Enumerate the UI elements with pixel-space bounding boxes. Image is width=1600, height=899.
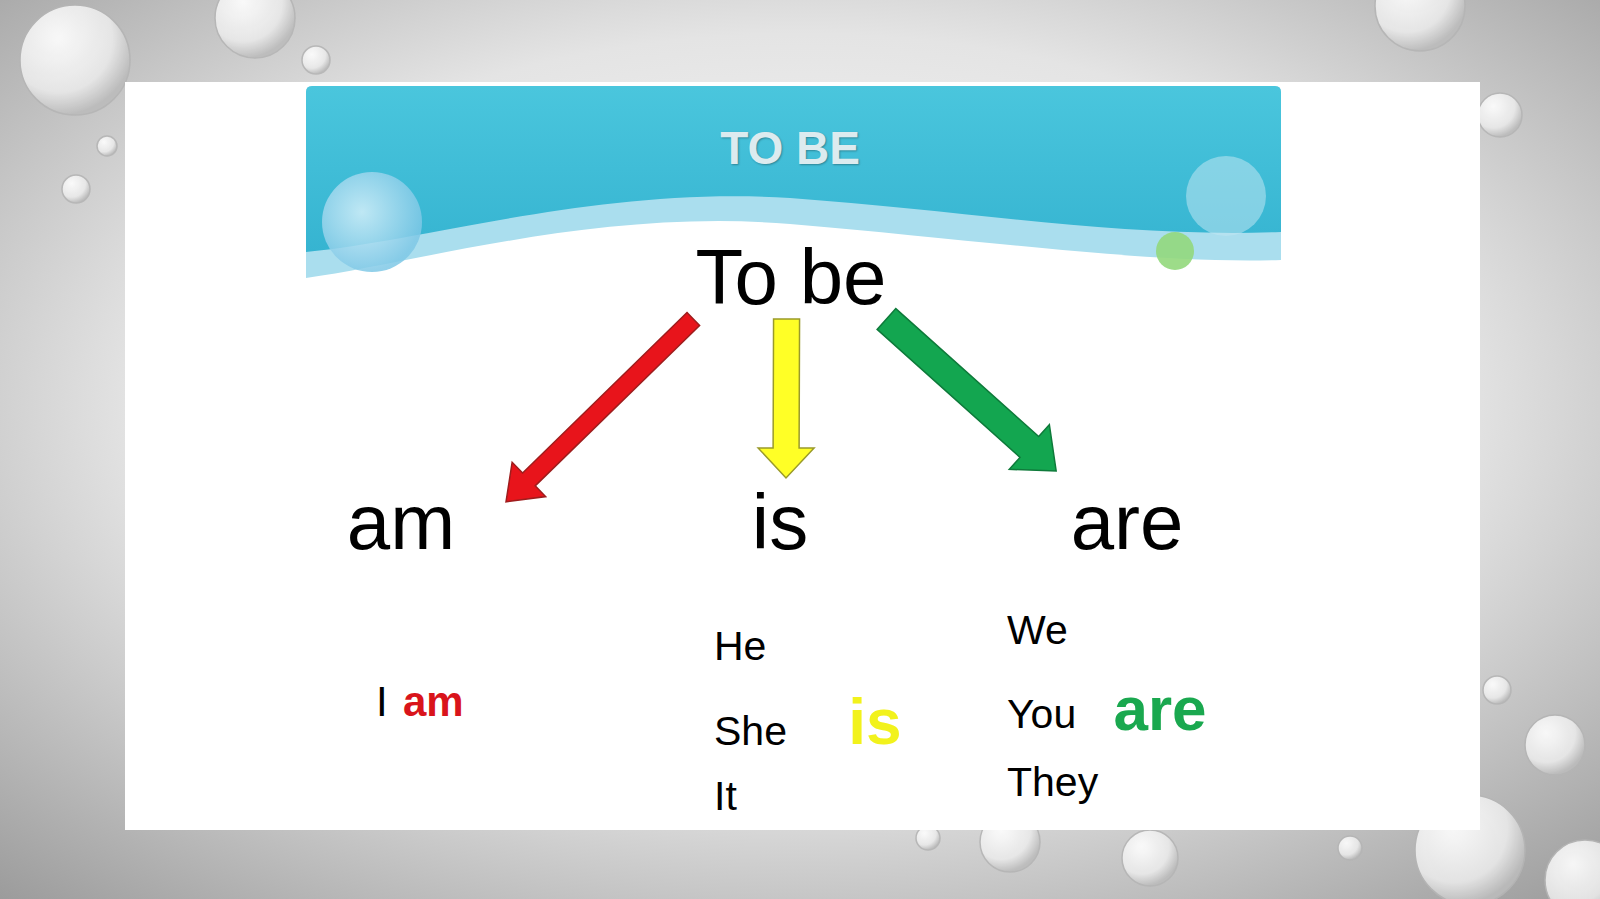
block-arrow [877, 309, 1056, 471]
water-drop [1483, 676, 1511, 704]
water-drops [20, 0, 1600, 899]
water-drop [215, 0, 295, 58]
node-text: To be [696, 238, 887, 316]
root-word: To be [680, 235, 902, 319]
banner-green-dot [1156, 232, 1194, 270]
water-drop [302, 46, 330, 74]
pronoun-label: It [714, 776, 737, 817]
pronoun-label: We [1007, 610, 1068, 651]
banner-band [306, 86, 1281, 252]
node-text: am [347, 483, 455, 561]
verb-form-label: am [403, 681, 464, 723]
banner-title: TO BE [720, 125, 860, 171]
pronoun-label: He [714, 626, 766, 667]
verb-form: is [730, 478, 830, 566]
verb-form-label: are [1113, 678, 1206, 740]
pronoun-label: They [1007, 762, 1098, 803]
white-card [125, 82, 1480, 830]
water-drop [97, 136, 117, 156]
water-drop [1545, 840, 1600, 899]
banner-bubble [322, 172, 422, 272]
node-text: are [1071, 483, 1184, 561]
water-drop [1338, 836, 1362, 860]
block-arrow [758, 319, 814, 478]
water-drop [1122, 830, 1178, 886]
block-arrow [506, 313, 700, 502]
verb-form: are [1050, 471, 1204, 573]
pronoun-label: You [1007, 694, 1076, 735]
banner-bubble [1186, 156, 1266, 236]
water-drop [1525, 715, 1585, 775]
pronoun-label: I [376, 681, 388, 723]
water-drop [1478, 93, 1522, 137]
water-drop [62, 175, 90, 203]
verb-form: am [296, 478, 506, 566]
water-drop [1375, 0, 1465, 51]
node-text: is [752, 483, 808, 561]
pronoun-label: She [714, 711, 787, 752]
water-drop [20, 5, 130, 115]
verb-form-label: is [848, 690, 901, 754]
